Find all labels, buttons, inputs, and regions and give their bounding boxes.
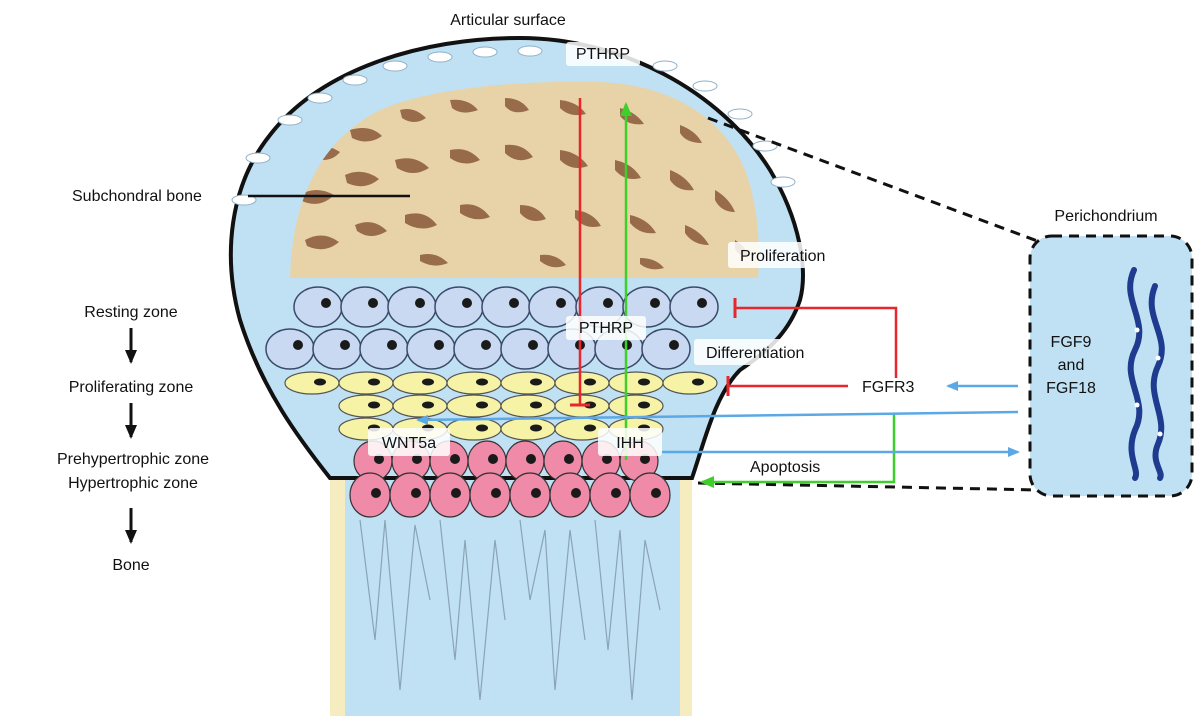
perichondrium-box — [1030, 236, 1192, 496]
apoptosis-label: Apoptosis — [750, 459, 820, 476]
differentiation-label: Differentiation — [706, 345, 804, 362]
pthrp-mid-label: PTHRP — [579, 320, 633, 337]
perichondrium-label: Perichondrium — [1054, 208, 1157, 225]
fgf-and-label: and — [1058, 357, 1085, 374]
subchondral-bone-label: Subchondral bone — [72, 188, 202, 205]
wnt5a-label: WNT5a — [382, 435, 436, 452]
proliferation-label: Proliferation — [740, 248, 825, 265]
hypertrophic-zone-label: Hypertrophic zone — [68, 475, 198, 492]
fgfr3-label: FGFR3 — [862, 379, 915, 396]
fgf9-label: FGF9 — [1051, 334, 1092, 351]
bone-shaft — [330, 478, 692, 716]
bone-zone-label: Bone — [112, 557, 149, 574]
prehypertrophic-zone-label: Prehypertrophic zone — [57, 451, 209, 468]
fgf18-label: FGF18 — [1046, 380, 1096, 397]
ihh-label: IHH — [616, 435, 644, 452]
pthrp-top-label: PTHRP — [576, 46, 630, 63]
articular-surface-label: Articular surface — [450, 12, 566, 29]
resting-zone-label: Resting zone — [84, 304, 177, 321]
proliferating-zone-label: Proliferating zone — [69, 379, 194, 396]
